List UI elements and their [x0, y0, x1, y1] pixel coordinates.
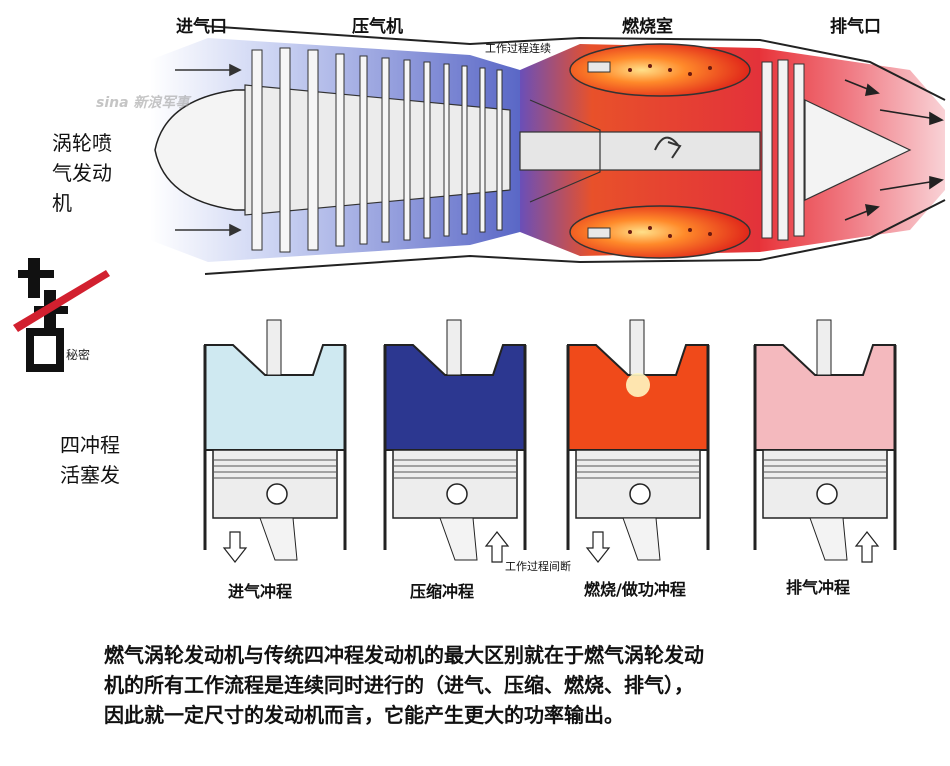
spark-plug [629, 319, 645, 376]
caption-line: 燃气涡轮发动机与传统四冲程发动机的最大区别就在于燃气涡轮发动 [104, 643, 704, 667]
spark-plug [446, 319, 462, 376]
label-combustor: 燃烧室 [622, 17, 673, 37]
turbojet-side-title: 涡轮喷 气发动 机 [52, 128, 112, 218]
cylinder-intake [203, 319, 347, 563]
cylinder-wall [203, 345, 347, 550]
connecting-rod [439, 517, 478, 561]
combustor-holes [628, 64, 712, 238]
outer-casing-top [204, 25, 946, 101]
spark-plug [266, 319, 282, 376]
stroke-label-intake: 进气冲程 [228, 582, 293, 601]
label-compressor: 压气机 [352, 17, 403, 37]
combustor-top [569, 43, 751, 97]
wrist-pin [816, 483, 838, 505]
wrist-pin [446, 483, 468, 505]
cylinder-wall [753, 345, 897, 550]
turbojet-title-line: 机 [52, 191, 72, 215]
spark-burst-icon [626, 373, 650, 397]
piston-title-line: 四冲程 [60, 433, 120, 457]
arrow-down-icon [222, 531, 248, 563]
sina-watermark: sina 新浪军事 [96, 95, 190, 111]
stroke-label-exhaust: 排气冲程 [786, 578, 851, 597]
connecting-rod [622, 517, 661, 561]
connecting-rod [809, 517, 848, 561]
logo-sub-label: 秘密 [66, 348, 91, 362]
piston-title-line: 活塞发 [60, 463, 120, 487]
caption-paragraph: 燃气涡轮发动机与传统四冲程发动机的最大区别就在于燃气涡轮发动 机的所有工作流程是… [104, 640, 874, 730]
piston-side-title: 四冲程 活塞发 [60, 430, 120, 490]
shaft-support [529, 99, 601, 203]
turbojet-diagram: 进气口 压气机 燃烧室 排气口 工作过程连续 涡轮喷 气发动 机 sina 新浪… [0, 0, 950, 300]
arrow-up-icon [484, 531, 510, 563]
cylinder-wall [383, 345, 527, 550]
stroke-label-power: 燃烧/做功冲程 [584, 580, 686, 599]
turbine-blades [761, 59, 805, 241]
arrow-down-icon [585, 531, 611, 563]
stroke-label-compression: 压缩冲程 [410, 582, 475, 601]
outer-casing-bottom [204, 199, 946, 275]
caption-line: 因此就一定尺寸的发动机而言，它能产生更大的功率输出。 [104, 703, 624, 727]
cylinder-compression [383, 319, 527, 563]
cylinder-wall [566, 345, 710, 550]
intake-arrows [175, 63, 242, 237]
turbojet-title-line: 涡轮喷 [52, 131, 112, 155]
exhaust-arrows [844, 79, 944, 221]
main-shaft [519, 131, 761, 171]
rotation-arrow [654, 136, 679, 151]
wrist-pin [266, 483, 288, 505]
logo-mark [13, 258, 110, 372]
combustor-bottom [569, 205, 751, 259]
note-intermittent: 工作过程间断 [505, 560, 571, 573]
compressor-blades [251, 47, 503, 253]
turbojet-cutaway [150, 25, 946, 275]
logo: 秘密 [8, 250, 128, 380]
label-intake: 进气口 [176, 17, 227, 37]
note-continuous: 工作过程连续 [485, 42, 551, 55]
spark-plug [816, 319, 832, 376]
turbojet-title-line: 气发动 [52, 161, 112, 185]
tail-cone [804, 99, 912, 201]
cylinder-power [566, 319, 710, 563]
caption-line: 机的所有工作流程是连续同时进行的（进气、压缩、燃烧、排气）， [104, 673, 694, 697]
fuel-injector-bottom [587, 227, 611, 239]
label-exhaust: 排气口 [830, 17, 881, 37]
connecting-rod [259, 517, 298, 561]
arrow-up-icon [854, 531, 880, 563]
cylinder-exhaust [753, 319, 897, 563]
wrist-pin [629, 483, 651, 505]
fuel-injector-top [587, 61, 611, 73]
piston-cylinders [203, 319, 897, 563]
